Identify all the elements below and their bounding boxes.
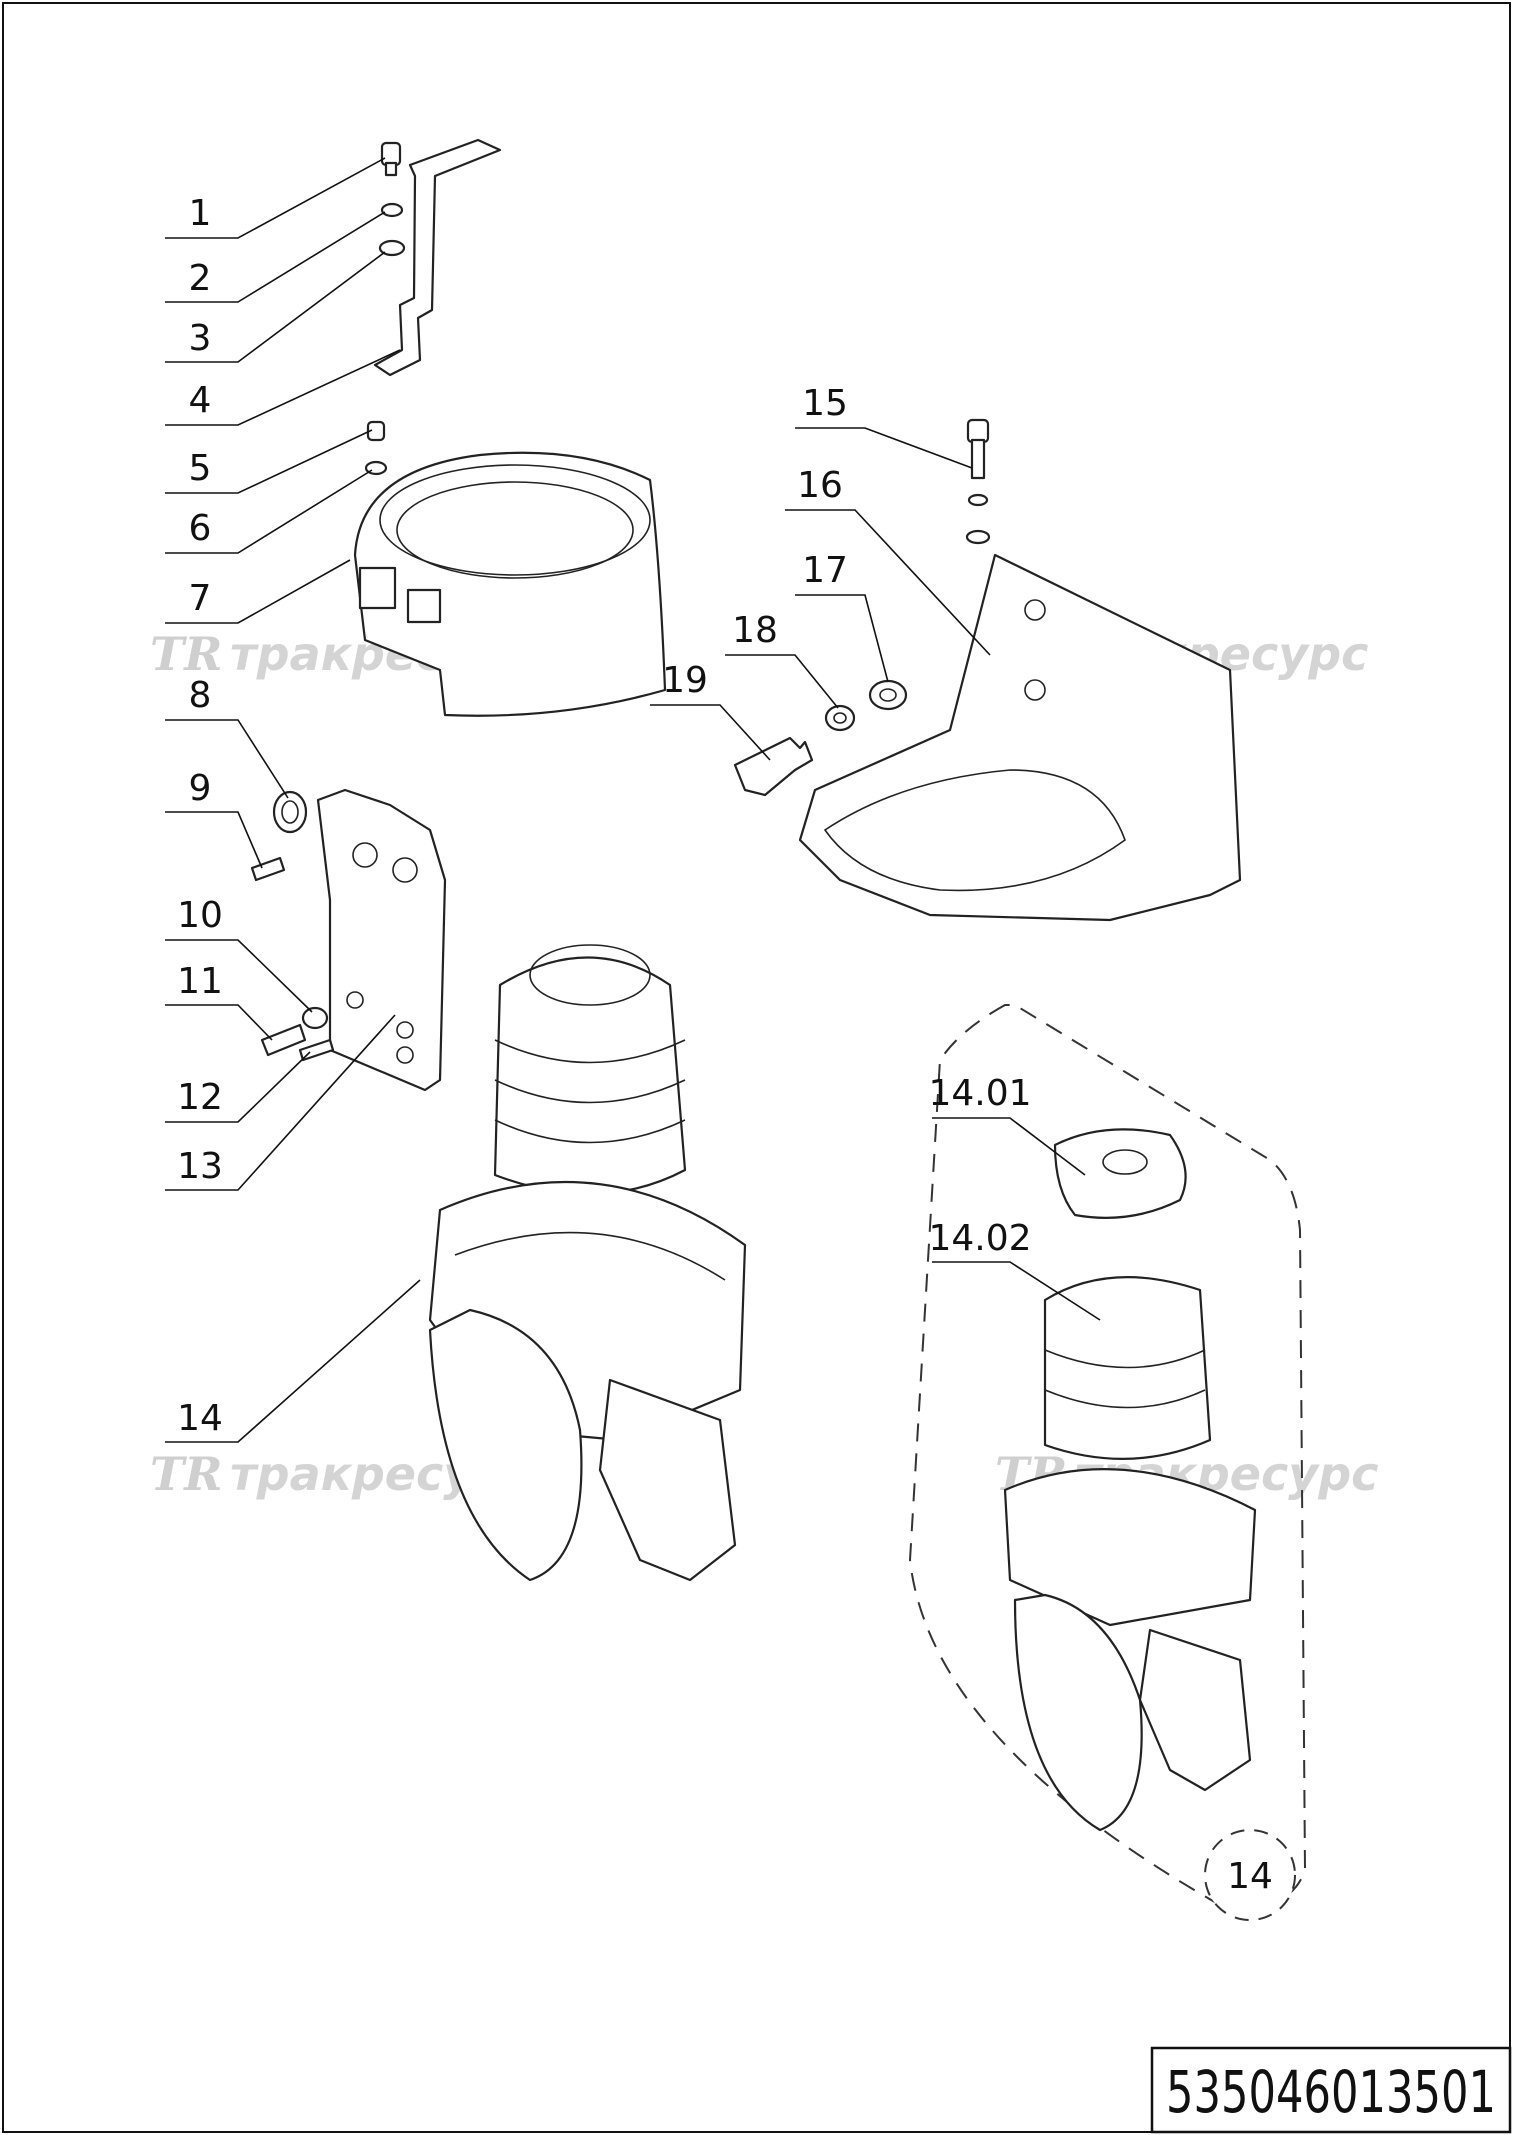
- callout-9: 9: [189, 768, 212, 809]
- callout-15: 15: [802, 383, 848, 424]
- part-11-screw: [260, 1023, 307, 1057]
- assembly-14-group-outline: [908, 1004, 1307, 1908]
- callout-14-01: 14.01: [928, 1073, 1031, 1114]
- part-18-washer: [824, 704, 856, 732]
- callout-10: 10: [177, 895, 223, 936]
- callout-7: 7: [189, 578, 212, 619]
- part-4-bracket: [373, 138, 502, 377]
- part-17-washer: [868, 679, 908, 711]
- callout-16: 16: [797, 465, 843, 506]
- part-14-drive-unit: [428, 944, 747, 1582]
- callout-labels: 1 2 3 4 5 6 7 8 9 10 11 12 13 14 15 16 1…: [177, 193, 1031, 1439]
- callout-19: 19: [662, 660, 708, 701]
- part-7-cover: [353, 451, 667, 717]
- part-10-washer: [301, 1006, 329, 1030]
- callout-18: 18: [732, 610, 778, 651]
- part-16-base-frame: [798, 553, 1242, 922]
- part-2-washer: [380, 202, 404, 218]
- callout-12: 12: [177, 1077, 223, 1118]
- callout-5: 5: [189, 448, 212, 489]
- callout-13: 13: [177, 1146, 223, 1187]
- callout-14: 14: [177, 1398, 223, 1439]
- part-15-screw: [965, 418, 991, 545]
- document-number: 535046013501: [1166, 2058, 1496, 2126]
- part-14-01-sensor: [1053, 1128, 1187, 1219]
- svg-text:TR: TR: [150, 627, 222, 681]
- leader-lines: [165, 157, 1101, 1443]
- callout-17: 17: [802, 550, 848, 591]
- callout-6: 6: [189, 508, 212, 549]
- part-3-washer: [378, 239, 406, 257]
- callout-2: 2: [189, 258, 212, 299]
- callout-1: 1: [189, 193, 212, 234]
- callout-3: 3: [189, 318, 212, 359]
- part-14-02-motor: [1003, 1276, 1257, 1832]
- callout-11: 11: [177, 961, 223, 1002]
- part-1-screw: [380, 141, 402, 177]
- part-9-screw: [250, 856, 286, 882]
- callout-4: 4: [189, 380, 212, 421]
- assembly-ref-circle: 14: [1204, 1829, 1296, 1921]
- part-13-plate: [316, 788, 447, 1092]
- document-number-box: 535046013501: [1150, 2046, 1512, 2134]
- callout-8: 8: [189, 675, 212, 716]
- part-8-bushing: [272, 790, 308, 834]
- svg-text:14: 14: [1227, 1856, 1273, 1897]
- part-12-pin: [298, 1038, 335, 1062]
- callout-14-02: 14.02: [928, 1218, 1031, 1259]
- part-19-bolt: [733, 736, 814, 797]
- svg-text:TR: TR: [150, 1447, 222, 1501]
